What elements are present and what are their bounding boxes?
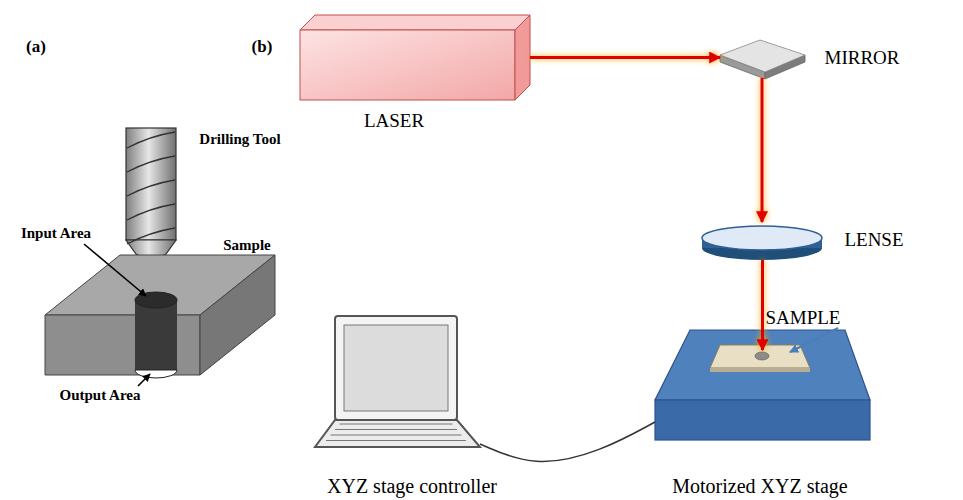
laser-box [300, 15, 530, 100]
lens: LENSE [702, 222, 822, 260]
xyz-stage: Motorized XYZ stage [655, 350, 870, 440]
stage-controller: XYZ stage controller [315, 315, 480, 448]
node-label: MIRROR [825, 47, 900, 69]
drilling-tool [126, 128, 176, 262]
laser-beam [530, 56, 720, 59]
node-label: LENSE [844, 229, 903, 251]
mirror: MIRROR [720, 38, 805, 78]
node-label: Motorized XYZ stage [672, 475, 848, 498]
mirror [720, 40, 805, 79]
panel-letter: (a) [26, 37, 46, 57]
laser-box: LASER [300, 15, 530, 100]
part-label: Input Area [21, 225, 91, 242]
part-label: SAMPLE [766, 307, 841, 329]
part-label: Drilling Tool [199, 131, 280, 148]
leader-line [138, 374, 150, 386]
laptop [315, 316, 480, 447]
stage-cable [480, 422, 655, 462]
sample-block [45, 255, 275, 378]
node-label: LASER [364, 110, 424, 132]
laser-beam [761, 260, 764, 350]
laser-beam [761, 78, 764, 222]
leader-line [790, 328, 838, 352]
lens [702, 226, 822, 260]
panel-letter: (b) [252, 37, 273, 57]
part-label: Output Area [60, 387, 141, 404]
node-label: XYZ stage controller [327, 475, 497, 498]
leader-line [84, 244, 146, 296]
part-label: Sample [223, 237, 271, 254]
